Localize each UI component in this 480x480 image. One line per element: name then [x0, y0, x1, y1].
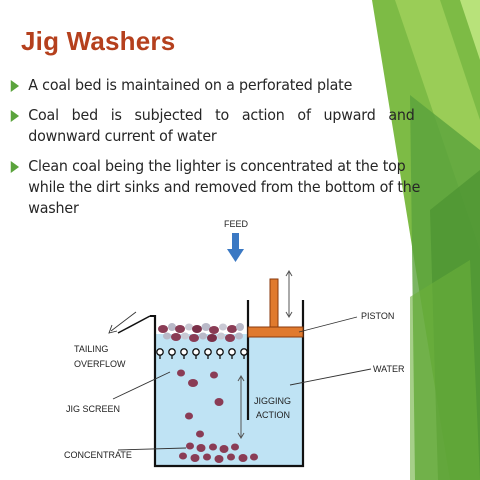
triangle-bullet-icon	[10, 80, 20, 92]
leader-lines	[108, 311, 372, 451]
jig-screen-label: JIG SCREEN	[66, 404, 120, 414]
slide-title: Jig Washers	[21, 26, 176, 56]
piston-label: PISTON	[361, 311, 394, 321]
concentrate-particles	[179, 442, 258, 463]
sinking-particles	[177, 369, 224, 438]
feed-label: FEED	[224, 219, 249, 229]
piston-plate	[247, 326, 304, 338]
action-label: ACTION	[256, 410, 290, 420]
coal-bed-particles	[158, 323, 244, 342]
triangle-bullet-icon	[10, 161, 20, 173]
overflow-label: OVERFLOW	[74, 359, 126, 369]
bullet-list: A coal bed is maintained on a perforated…	[8, 75, 420, 219]
feed-arrow-icon	[227, 233, 244, 262]
jigging-motion-arrow	[237, 375, 245, 439]
water-piston-side	[248, 340, 303, 465]
piston-motion-arrow	[285, 270, 293, 318]
triangle-bullet-icon	[10, 110, 20, 122]
piston-rod	[269, 278, 279, 328]
water-label: WATER	[373, 364, 405, 374]
bullet-item: A coal bed is maintained on a perforated…	[8, 75, 415, 96]
bullet-item: Coal bed is subjected to action of upwar…	[8, 105, 415, 147]
tailing-label: TAILING	[74, 344, 108, 354]
tailing-chute	[117, 315, 155, 334]
jig-screen-perforations	[156, 348, 248, 359]
concentrate-label: CONCENTRATE	[64, 450, 132, 460]
bullet-text: Clean coal being the lighter is concentr…	[28, 157, 421, 217]
tank-outline	[153, 300, 305, 468]
bullet-text: Coal bed is subjected to action of upwar…	[28, 106, 415, 145]
bullet-text: A coal bed is maintained on a perforated…	[28, 76, 353, 94]
bullet-item: Clean coal being the lighter is concentr…	[8, 156, 420, 219]
jigging-label: JIGGING	[254, 396, 291, 406]
